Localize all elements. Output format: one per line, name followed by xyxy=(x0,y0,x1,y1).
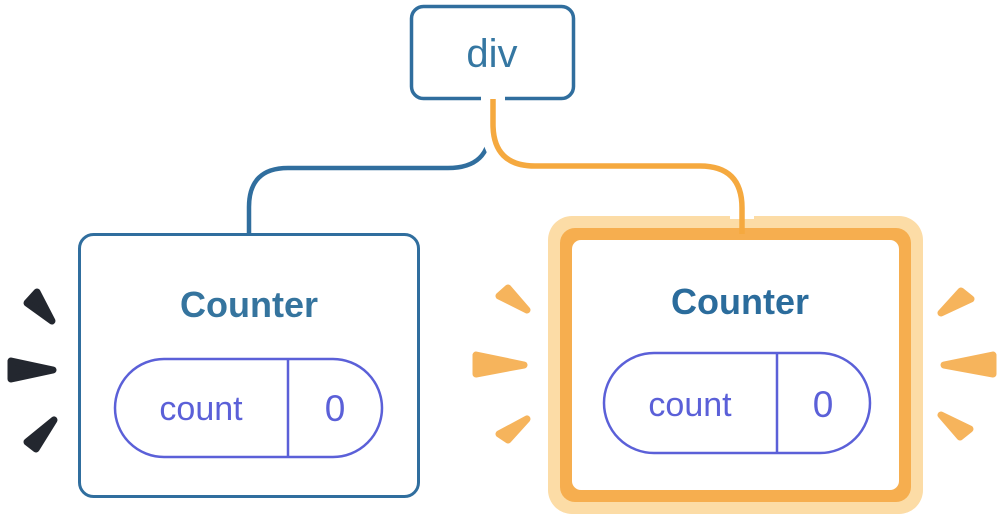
left-state-pill: count 0 xyxy=(113,357,384,459)
burst-ray xyxy=(7,357,57,383)
burst-rays-left-icon xyxy=(7,288,58,453)
left-counter-node: Counter count 0 xyxy=(78,233,420,498)
left-state-value: 0 xyxy=(325,388,346,429)
right-state-pill-outline xyxy=(602,351,872,455)
burst-ray xyxy=(23,416,58,453)
edge-div-to-left-counter xyxy=(246,95,493,236)
left-state-pill-outline xyxy=(113,357,384,459)
right-state-pill: count 0 xyxy=(602,351,872,455)
root-div-label: div xyxy=(466,32,517,76)
burst-ray xyxy=(495,284,531,314)
burst-ray xyxy=(937,411,974,441)
left-counter-title: Counter xyxy=(180,284,318,325)
right-counter-node: Counter count 0 xyxy=(548,216,923,514)
right-state-key: count xyxy=(648,386,732,424)
edge-div-to-right-counter-casing xyxy=(481,95,754,219)
burst-ray xyxy=(937,287,975,317)
right-counter-title: Counter xyxy=(671,281,809,322)
burst-ray xyxy=(472,351,528,378)
burst-rays-middle-icon xyxy=(472,284,531,444)
burst-ray xyxy=(495,415,531,444)
root-div-node: div xyxy=(409,4,576,101)
right-state-value: 0 xyxy=(813,384,834,425)
edge-div-to-right-counter xyxy=(490,99,745,234)
burst-ray xyxy=(23,288,56,325)
left-state-key: count xyxy=(159,390,243,428)
burst-ray xyxy=(940,351,997,378)
burst-rays-right-icon xyxy=(937,287,997,441)
